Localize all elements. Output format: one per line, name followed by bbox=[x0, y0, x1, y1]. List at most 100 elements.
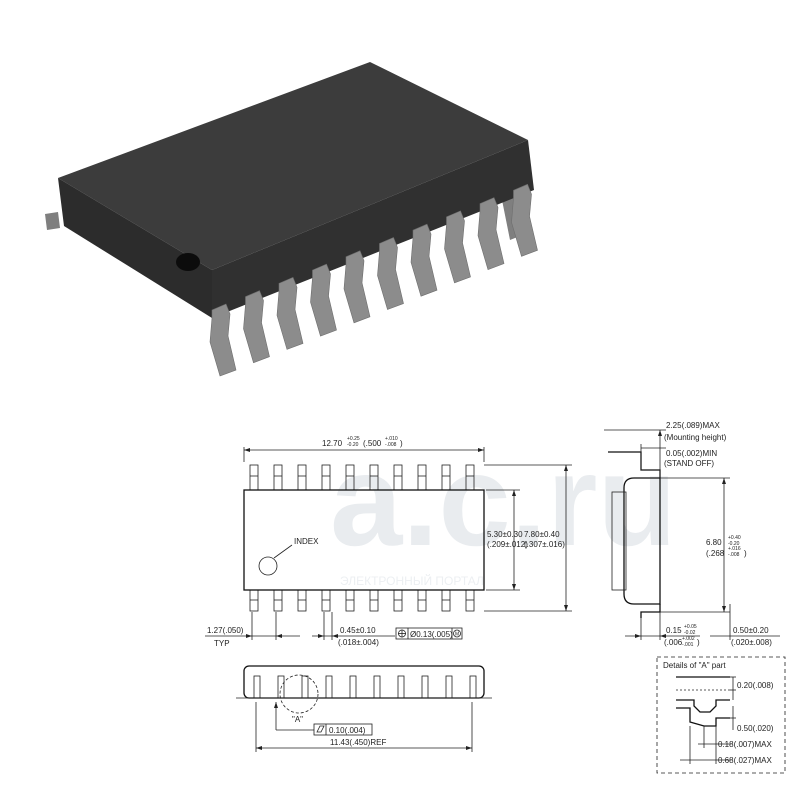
body-width-inch-tol-minus: -.008 bbox=[728, 552, 740, 558]
bottom-lead bbox=[393, 589, 403, 612]
side-lead bbox=[373, 675, 381, 699]
max-height-dimension: 2.25(.089)MAX bbox=[666, 421, 720, 430]
pin-lead bbox=[410, 223, 438, 297]
lead-thickness-inch-tol-minus: -.001 bbox=[682, 642, 694, 648]
top-view: INDEX 12.70 +0.25 -0.20 (.500 +.010 -.00… bbox=[205, 436, 572, 648]
position-tolerance-frame: Ø0.13(.005) M bbox=[395, 627, 463, 640]
bottom-lead bbox=[441, 589, 451, 612]
side-lead bbox=[349, 675, 357, 699]
package-body-top bbox=[58, 62, 528, 270]
bottom-lead bbox=[273, 589, 283, 612]
side-lead bbox=[469, 675, 477, 699]
detail-a-dim-1: 0.20(.008) bbox=[737, 681, 774, 690]
watermark-text: a.c.ru bbox=[330, 427, 677, 573]
lead-thickness-inch-tol-plus: +.002 bbox=[682, 636, 695, 642]
bottom-lead bbox=[465, 589, 475, 612]
mmc-modifier: M bbox=[455, 632, 459, 638]
end-view-body bbox=[623, 477, 661, 605]
body-width-tol-minus: -0.20 bbox=[728, 541, 740, 547]
front-leads bbox=[209, 183, 538, 377]
mounting-height-label: (Mounting height) bbox=[664, 433, 727, 442]
width-dimension: 12.70 bbox=[322, 439, 343, 448]
body-width-tol-plus: +0.40 bbox=[728, 535, 741, 541]
width-inch: (.500 bbox=[363, 439, 382, 448]
standoff-label: (STAND OFF) bbox=[664, 459, 714, 468]
top-lead bbox=[321, 464, 331, 491]
side-view: "A" 0.10(.004) 11.43(.450)REF bbox=[236, 665, 492, 752]
overall-height-inch: (.307±.016) bbox=[524, 540, 565, 549]
package-3d-render bbox=[45, 62, 538, 377]
body-width-dimension: 6.80 bbox=[706, 538, 722, 547]
width-inch-tol-minus: -.008 bbox=[385, 442, 397, 448]
foot-length-dimension: 0.50±0.20 bbox=[733, 626, 769, 635]
side-lead bbox=[445, 675, 453, 699]
bottom-lead bbox=[321, 589, 331, 612]
lead-width-inch: (.018±.004) bbox=[338, 638, 379, 647]
detail-a-panel: Details of "A" part 0.20(.008) 0.50(.020… bbox=[656, 656, 786, 774]
package-body-front bbox=[58, 178, 212, 318]
index-mark-icon bbox=[258, 556, 278, 576]
pitch-typ-label: TYP bbox=[214, 639, 230, 648]
package-body-side bbox=[212, 140, 534, 318]
pin-lead bbox=[343, 250, 371, 324]
lead-thickness-dimension: 0.15 bbox=[666, 626, 682, 635]
detail-a-dim-4: 0.68(.027)MAX bbox=[718, 756, 772, 765]
side-lead bbox=[421, 675, 429, 699]
bottom-lead bbox=[345, 589, 355, 612]
width-inch-tol-plus: +.010 bbox=[385, 436, 398, 442]
pin-lead bbox=[511, 183, 538, 257]
watermark-subtext: ЭЛЕКТРОННЫЙ ПОРТАЛ bbox=[340, 573, 484, 588]
lead-thickness-tol-minus: -0.02 bbox=[684, 630, 696, 636]
pin-lead bbox=[444, 210, 471, 284]
side-lead bbox=[253, 675, 261, 699]
bottom-lead bbox=[249, 589, 259, 612]
pin-lead bbox=[209, 303, 237, 377]
top-view-lower-leads bbox=[249, 589, 475, 612]
flatness-symbol-icon bbox=[316, 725, 325, 733]
width-tol-plus: +0.25 bbox=[347, 436, 360, 442]
pin-lead bbox=[477, 197, 505, 270]
end-view: 2.25(.089)MAX (Mounting height) 0.05(.00… bbox=[604, 421, 780, 648]
top-view-body bbox=[243, 489, 485, 591]
top-lead bbox=[249, 464, 259, 491]
pin-lead bbox=[310, 263, 337, 337]
position-tolerance-value: Ø0.13(.005) bbox=[410, 630, 453, 639]
detail-a-callout-label: "A" bbox=[292, 715, 303, 724]
width-tol-minus: -0.20 bbox=[347, 442, 359, 448]
bottom-lead bbox=[369, 589, 379, 612]
body-width-inch-close: ) bbox=[744, 549, 747, 558]
detail-a-dim-3: 0.18(.007)MAX bbox=[718, 740, 772, 749]
body-height-inch: (.209±.012) bbox=[487, 540, 528, 549]
lead-width-dimension: 0.45±0.10 bbox=[340, 626, 376, 635]
side-lead bbox=[301, 675, 309, 699]
bottom-lead bbox=[297, 589, 307, 612]
bottom-lead bbox=[417, 589, 427, 612]
pin-lead bbox=[243, 290, 270, 364]
pin-lead bbox=[276, 277, 304, 350]
width-inch-close: ) bbox=[400, 439, 403, 448]
side-lead bbox=[397, 675, 405, 699]
side-lead bbox=[325, 675, 333, 699]
ref-length-dimension: 11.43(.450)REF bbox=[330, 738, 386, 747]
flatness-value: 0.10(.004) bbox=[329, 726, 366, 735]
standoff-dimension: 0.05(.002)MIN bbox=[666, 449, 717, 458]
index-label: INDEX bbox=[294, 537, 319, 546]
overall-height-dimension: 7.80±0.40 bbox=[524, 530, 560, 539]
lead-thickness-tol-plus: +0.05 bbox=[684, 624, 697, 630]
body-height-dimension: 5.30±0.30 bbox=[487, 530, 523, 539]
lead-thickness-inch-close: ) bbox=[697, 638, 700, 647]
top-lead bbox=[297, 464, 307, 491]
top-lead bbox=[273, 464, 283, 491]
lead-thickness-inch: (.006 bbox=[664, 638, 683, 647]
detail-a-callout-circle bbox=[279, 674, 319, 714]
detail-a-title: Details of "A" part bbox=[663, 661, 726, 670]
watermark: a.c.ru ЭЛЕКТРОННЫЙ ПОРТАЛ bbox=[330, 427, 677, 588]
pin1-index-dot bbox=[176, 253, 200, 271]
foot-length-inch: (.020±.008) bbox=[731, 638, 772, 647]
body-width-inch-tol-plus: +.016 bbox=[728, 546, 741, 552]
pin-lead bbox=[377, 237, 404, 310]
body-width-inch: (.268 bbox=[706, 549, 725, 558]
detail-a-dim-2: 0.50(.020) bbox=[737, 724, 774, 733]
pitch-dimension: 1.27(.050) bbox=[207, 626, 244, 635]
